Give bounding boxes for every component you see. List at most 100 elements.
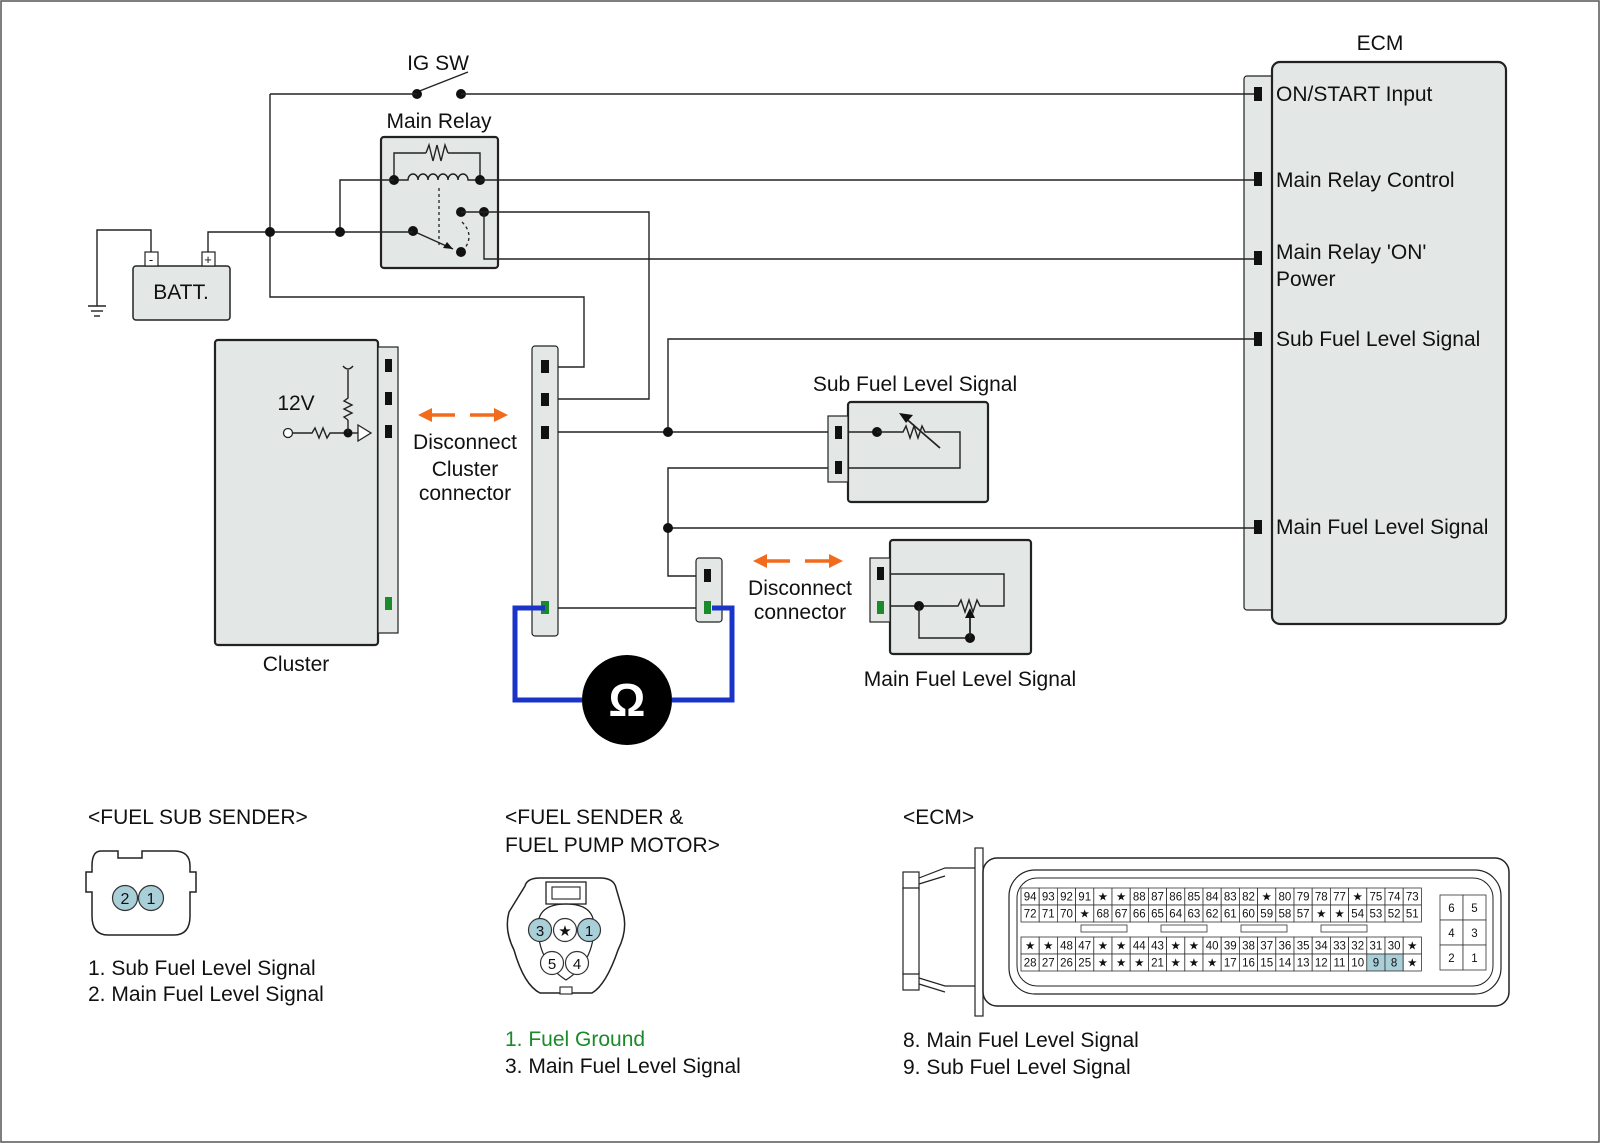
ecm-pin-label: 31 bbox=[1370, 941, 1383, 953]
ecm-pin-label: 37 bbox=[1260, 941, 1273, 953]
ohmmeter: Ω bbox=[512, 605, 735, 745]
fuel-sender-pin-5: 5 bbox=[548, 956, 556, 973]
ecm-pin-label: 88 bbox=[1133, 892, 1146, 904]
ecm-pin-main-relay-control: Main Relay Control bbox=[1276, 169, 1455, 192]
cluster: Cluster 12V bbox=[213, 338, 399, 676]
ecm-legend-9: 9. Sub Fuel Level Signal bbox=[903, 1056, 1131, 1079]
ecm-pin-label: 44 bbox=[1133, 941, 1146, 953]
ecm-pin-label: 67 bbox=[1115, 909, 1128, 921]
ecm-pin-label: 80 bbox=[1279, 892, 1292, 904]
ecm-pin-label: 16 bbox=[1242, 958, 1255, 970]
main-relay: Main Relay bbox=[379, 110, 500, 270]
ecm-pin-label: ★ bbox=[1116, 892, 1126, 904]
ecm-pin-label: 85 bbox=[1188, 892, 1201, 904]
ecm-pin-label: 47 bbox=[1078, 941, 1091, 953]
ecm-pin-on-start-input: ON/START Input bbox=[1276, 83, 1433, 106]
ecm-pin-label: 91 bbox=[1078, 892, 1091, 904]
ecm-pin-label: ★ bbox=[1025, 941, 1035, 953]
ig-sw-label: IG SW bbox=[407, 52, 469, 75]
ignition-switch: IG SW bbox=[407, 52, 469, 99]
ecm-pin-label: ★ bbox=[1189, 941, 1199, 953]
disconnect-cluster-line2: Cluster bbox=[432, 458, 499, 481]
ecm-pin-label: 78 bbox=[1315, 892, 1328, 904]
ecm-pin-label: 43 bbox=[1151, 941, 1164, 953]
ecm-latch-bar bbox=[1160, 924, 1208, 933]
ecm-pin-label: ★ bbox=[1080, 909, 1090, 921]
ecm-pin-label: 14 bbox=[1279, 958, 1292, 970]
ecm-pin-label: 40 bbox=[1206, 941, 1219, 953]
fuel-sub-sender-legend-1: 1. Sub Fuel Level Signal bbox=[88, 957, 316, 980]
ecm-pin-label: 9 bbox=[1373, 958, 1379, 970]
ecm-pin-label: ★ bbox=[1116, 941, 1126, 953]
sub-fuel-sender-label: Sub Fuel Level Signal bbox=[813, 373, 1017, 396]
ecm-pin-label: 59 bbox=[1260, 909, 1273, 921]
ecm-pin-label: 61 bbox=[1224, 909, 1237, 921]
ecm-pin-label: 48 bbox=[1060, 941, 1073, 953]
disconnect-connector-line2: connector bbox=[754, 601, 846, 624]
cluster-label: Cluster bbox=[263, 653, 330, 676]
fuel-sub-sender-pin-2: 2 bbox=[121, 891, 130, 908]
ecm-pin-label: 13 bbox=[1297, 958, 1310, 970]
ecm-pin-label: 72 bbox=[1024, 909, 1037, 921]
ecm-pin-label: 54 bbox=[1351, 909, 1364, 921]
ecm-pin-label: 30 bbox=[1388, 941, 1401, 953]
ecm-side-pin-label: 4 bbox=[1448, 928, 1455, 940]
ecm-pin-power: Power bbox=[1276, 268, 1336, 291]
ecm-pin-label: 57 bbox=[1297, 909, 1310, 921]
ecm-pin-label: ★ bbox=[1098, 958, 1108, 970]
ecm-pin-label: 15 bbox=[1260, 958, 1273, 970]
fuel-sender-pin-star: ★ bbox=[558, 923, 571, 940]
main-fuel-sender: Main Fuel Level Signal bbox=[864, 538, 1076, 691]
ecm-pin-label: ★ bbox=[1407, 958, 1417, 970]
fuel-sender-pump-connector: <FUEL SENDER & FUEL PUMP MOTOR> 3 ★ 1 5 … bbox=[505, 806, 741, 1078]
ecm-pin-label: 75 bbox=[1370, 892, 1383, 904]
fuel-sender-pin-3: 3 bbox=[536, 923, 544, 940]
ecm-pin-label: ★ bbox=[1316, 909, 1326, 921]
ecm-pin-label: 21 bbox=[1151, 958, 1164, 970]
ecm-pin-label: ★ bbox=[1207, 958, 1217, 970]
ecm-pin-label: 10 bbox=[1351, 958, 1364, 970]
main-fuel-sender-label: Main Fuel Level Signal bbox=[864, 668, 1076, 691]
disconnect-cluster-line3: connector bbox=[419, 482, 511, 505]
ecm-pin-label: ★ bbox=[1098, 892, 1108, 904]
ground-icon bbox=[88, 305, 106, 317]
ecm-pin-cell bbox=[1402, 904, 1422, 923]
ecm-label: ECM bbox=[1357, 32, 1404, 55]
disconnect-cluster-line1: Disconnect bbox=[413, 431, 517, 454]
ecm-pin-label: 71 bbox=[1042, 909, 1055, 921]
fuel-sub-sender-title: <FUEL SUB SENDER> bbox=[88, 806, 308, 829]
ecm-side-pin-label: 6 bbox=[1448, 903, 1454, 915]
ecm-pin-label: ★ bbox=[1098, 941, 1108, 953]
ecm-pin-label: 82 bbox=[1242, 892, 1255, 904]
ecm-pin-label: 74 bbox=[1388, 892, 1401, 904]
ecm-pin-label: 87 bbox=[1151, 892, 1164, 904]
ecm-pin-label: 52 bbox=[1388, 909, 1401, 921]
ecm-pin-label: 83 bbox=[1224, 892, 1237, 904]
ecm-legend-8: 8. Main Fuel Level Signal bbox=[903, 1029, 1139, 1052]
ecm-pin-label: 79 bbox=[1297, 892, 1310, 904]
ecm-pin-label: 51 bbox=[1406, 909, 1419, 921]
ecm-pin-label: 12 bbox=[1315, 958, 1328, 970]
ecm-pin-label: 73 bbox=[1406, 892, 1419, 904]
ecm-pin-label: 25 bbox=[1078, 958, 1091, 970]
ecm-pin-label: ★ bbox=[1189, 958, 1199, 970]
ecm-pin-label: 32 bbox=[1351, 941, 1364, 953]
ecm-pin-label: 65 bbox=[1151, 909, 1164, 921]
ecm-side-pin-label: 2 bbox=[1448, 953, 1454, 965]
cluster-connector bbox=[531, 345, 559, 637]
fuel-sender-pump-title-line2: FUEL PUMP MOTOR> bbox=[505, 834, 720, 857]
ecm-pin-label: 60 bbox=[1242, 909, 1255, 921]
ecm-pin-label: 38 bbox=[1242, 941, 1255, 953]
fuel-sub-sender-connector: <FUEL SUB SENDER> 2 1 1. Sub Fuel Level … bbox=[85, 806, 324, 1006]
sub-fuel-sender: Sub Fuel Level Signal bbox=[813, 373, 1017, 504]
ecm-pin-label: 36 bbox=[1279, 941, 1292, 953]
ecm-latch-bar bbox=[1240, 924, 1288, 933]
ecm-pin-label: 58 bbox=[1279, 909, 1292, 921]
ecm-pin-label: 17 bbox=[1224, 958, 1237, 970]
ecm-pin-label: 63 bbox=[1188, 909, 1201, 921]
battery-minus-sign: - bbox=[149, 252, 153, 267]
fuel-sender-legend-1: 1. Fuel Ground bbox=[505, 1028, 645, 1051]
ecm-pin-label: 62 bbox=[1206, 909, 1219, 921]
